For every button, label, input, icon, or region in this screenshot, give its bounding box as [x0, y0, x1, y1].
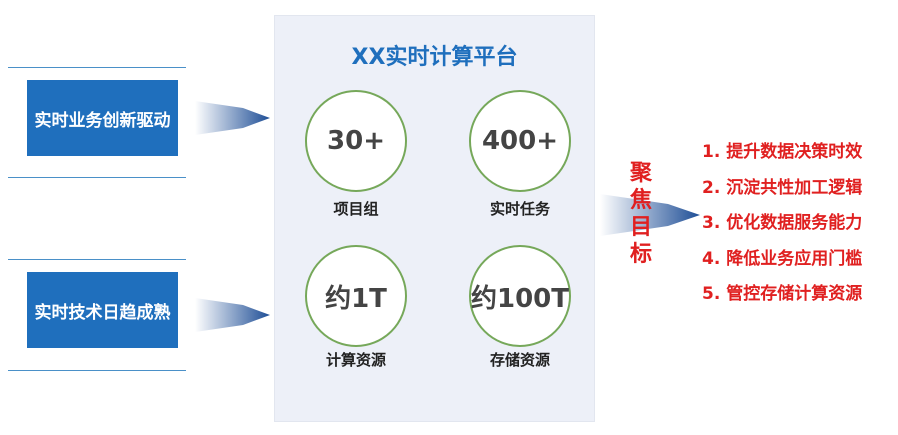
- platform-title: XX实时计算平台: [351, 45, 518, 70]
- metric-circle-storage: 约100T: [469, 245, 571, 347]
- driver-box-technology: 实时技术日趋成熟: [27, 272, 178, 348]
- metric-value: 30+: [327, 126, 385, 156]
- driver-label: 实时技术日趋成熟: [34, 302, 171, 323]
- goal-item: 5. 管控存储计算资源: [702, 284, 863, 304]
- metric-label: 计算资源: [325, 351, 386, 369]
- metric-label: 实时任务: [489, 200, 550, 218]
- metric-circle-compute: 约1T: [305, 245, 407, 347]
- goal-item: 4. 降低业务应用门槛: [702, 248, 863, 269]
- goal-list: 1. 提升数据决策时效 2. 沉淀共性加工逻辑 3. 优化数据服务能力 4. 降…: [702, 140, 862, 318]
- metric-circle-projects: 30+: [305, 90, 407, 192]
- metric-circle-tasks: 400+: [469, 90, 571, 192]
- goal-item: 3. 优化数据服务能力: [702, 213, 863, 233]
- driver-label: 实时业务创新驱动: [34, 110, 171, 131]
- metric-label: 项目组: [333, 200, 379, 218]
- divider-line: [8, 177, 186, 178]
- focus-label: 聚焦目标: [629, 161, 652, 267]
- metric-value: 约100T: [471, 283, 570, 314]
- platform-panel: XX实时计算平台 30+ 项目组 400+ 实时任务 约1T 计算资源 约100…: [274, 15, 595, 422]
- arrow-right-icon: [600, 194, 700, 236]
- arrow-right-icon: [195, 101, 270, 135]
- metric-value: 400+: [481, 126, 559, 156]
- metric-value: 约1T: [325, 283, 387, 314]
- divider-line: [8, 259, 186, 260]
- goal-item: 2. 沉淀共性加工逻辑: [702, 177, 863, 198]
- driver-box-business: 实时业务创新驱动: [27, 80, 178, 156]
- goal-item: 1. 提升数据决策时效: [702, 142, 863, 162]
- divider-line: [8, 67, 186, 68]
- metric-label: 存储资源: [489, 351, 550, 369]
- arrow-right-icon: [195, 298, 270, 332]
- divider-line: [8, 370, 186, 371]
